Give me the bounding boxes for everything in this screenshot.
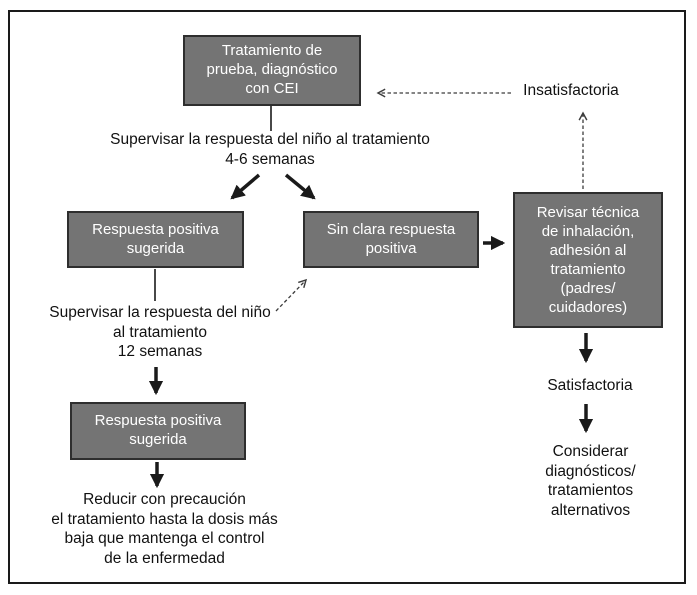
node-positive-response-1: Respuesta positiva sugerida	[67, 211, 244, 268]
node-revisar-tecnica: Revisar técnica de inhalación, adhesión …	[513, 192, 663, 328]
diagram-border	[8, 10, 686, 584]
node-trial-treatment: Tratamiento de prueba, diagnóstico con C…	[183, 35, 361, 106]
label-considerar-alternativos: Considerar diagnósticos/ tratamientos al…	[545, 443, 636, 519]
label-satisfactoria: Satisfactoria	[547, 377, 633, 394]
label-supervise-4-6-weeks: Supervisar la respuesta del niño al trat…	[110, 131, 430, 168]
node-positive-response-2: Respuesta positiva sugerida	[70, 402, 246, 460]
label-reducir-tratamiento: Reducir con precaución el tratamiento ha…	[51, 491, 278, 567]
label-supervise-12-weeks: Supervisar la respuesta del niño al trat…	[49, 304, 271, 361]
node-unclear-response: Sin clara respuesta positiva	[303, 211, 479, 268]
label-insatisfactoria: Insatisfactoria	[523, 82, 619, 99]
